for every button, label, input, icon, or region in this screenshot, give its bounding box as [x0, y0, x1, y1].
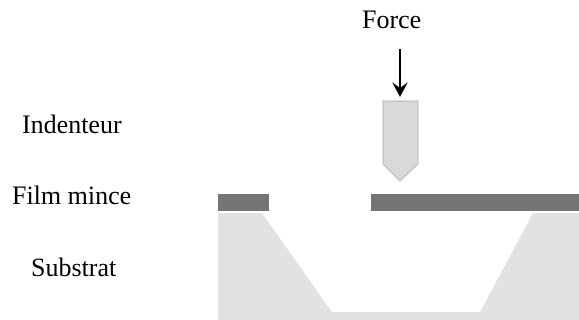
substrate-label: Substrat [31, 253, 117, 282]
indenter-tip [382, 100, 419, 182]
thin-film-right [371, 194, 579, 211]
substrate-block [218, 213, 579, 320]
force-arrow-head [392, 82, 408, 97]
indenter-label: Indenteur [22, 110, 122, 139]
thin-film-label: Film mince [12, 181, 132, 210]
thin-film-left [218, 194, 269, 211]
force-label: Force [362, 5, 422, 34]
